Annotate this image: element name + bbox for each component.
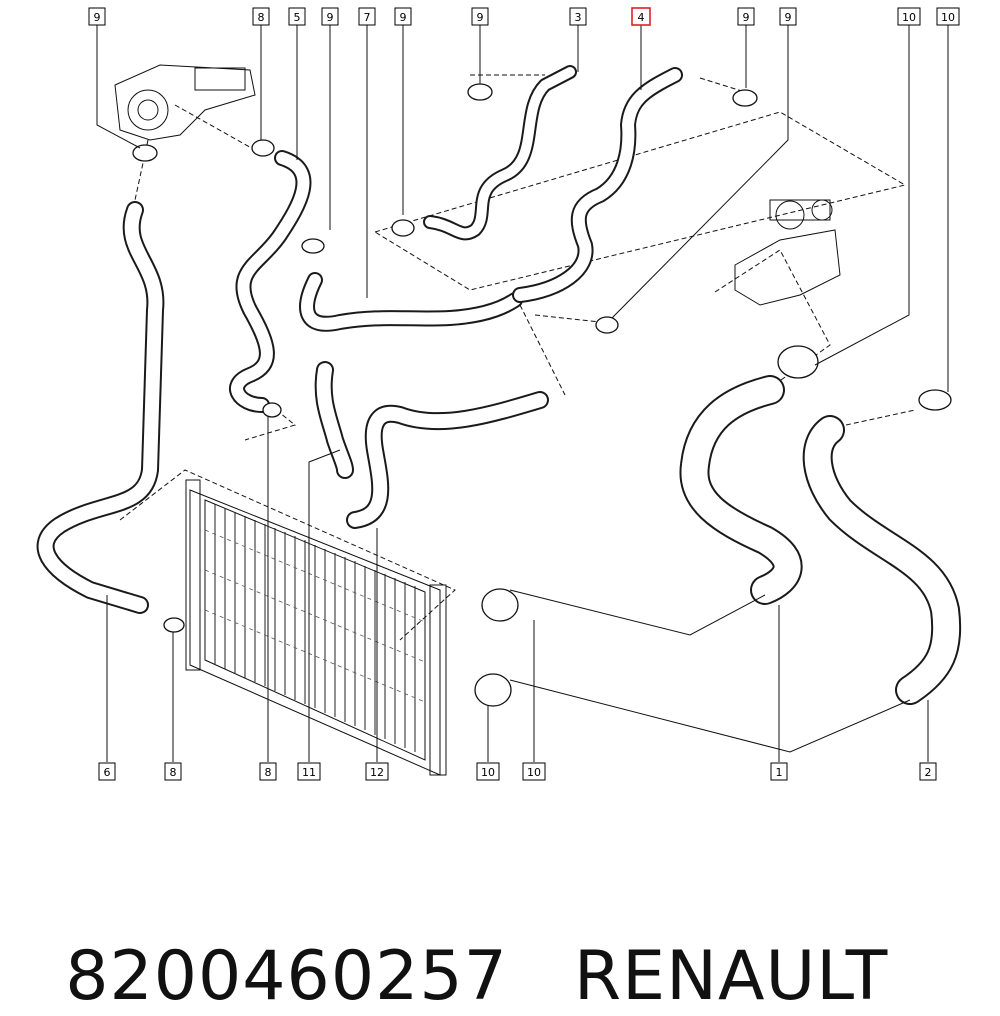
svg-text:11: 11 <box>302 766 316 779</box>
callout-9-a: 9 <box>88 7 106 26</box>
callout-4-highlighted: 4 <box>631 7 651 26</box>
callout-2: 2 <box>919 762 937 781</box>
callout-10-b: 10 <box>936 7 960 26</box>
callout-9-d: 9 <box>471 7 489 26</box>
svg-text:9: 9 <box>400 11 407 24</box>
callout-9-c: 9 <box>394 7 412 26</box>
radiator <box>185 479 447 776</box>
callout-11: 11 <box>297 762 321 781</box>
caption: 8200460257 RENAULT <box>20 858 888 1016</box>
svg-text:9: 9 <box>785 11 792 24</box>
svg-text:5: 5 <box>294 11 301 24</box>
part-number: 8200460257 <box>65 937 508 1016</box>
svg-text:9: 9 <box>94 11 101 24</box>
svg-text:8: 8 <box>265 766 272 779</box>
svg-text:10: 10 <box>902 11 916 24</box>
svg-text:1: 1 <box>776 766 783 779</box>
svg-text:4: 4 <box>638 11 645 24</box>
svg-text:10: 10 <box>481 766 495 779</box>
svg-text:10: 10 <box>941 11 955 24</box>
water-outlet-housing <box>734 199 841 306</box>
callout-3: 3 <box>569 7 587 26</box>
svg-text:8: 8 <box>170 766 177 779</box>
callout-9-b: 9 <box>321 7 339 26</box>
svg-text:2: 2 <box>925 766 932 779</box>
svg-text:9: 9 <box>327 11 334 24</box>
svg-text:7: 7 <box>364 11 371 24</box>
callout-9-f: 9 <box>779 7 797 26</box>
callout-10-a: 10 <box>897 7 921 26</box>
callouts-bottom: 6 8 8 11 12 10 10 1 2 <box>98 762 937 781</box>
callout-9-e: 9 <box>737 7 755 26</box>
svg-text:12: 12 <box>370 766 384 779</box>
callout-1: 1 <box>770 762 788 781</box>
callouts-top: 9 8 5 9 7 9 9 3 4 9 9 10 10 <box>88 7 960 26</box>
brand-name: RENAULT <box>573 937 889 1016</box>
hoses <box>36 65 962 705</box>
svg-text:8: 8 <box>258 11 265 24</box>
parts-diagram: 9 8 5 9 7 9 9 3 4 9 9 10 10 6 8 8 11 12 … <box>36 7 962 781</box>
callout-12: 12 <box>365 762 389 781</box>
callout-8-a: 8 <box>252 7 270 26</box>
thermostat-housing <box>114 64 256 141</box>
callout-7: 7 <box>358 7 376 26</box>
svg-text:10: 10 <box>527 766 541 779</box>
callout-8-b: 8 <box>164 762 182 781</box>
callout-6: 6 <box>98 762 116 781</box>
callout-10-d: 10 <box>522 762 546 781</box>
callout-8-c: 8 <box>259 762 277 781</box>
leader-lines <box>96 25 949 762</box>
svg-text:3: 3 <box>575 11 582 24</box>
svg-text:9: 9 <box>477 11 484 24</box>
hose-clamps <box>132 83 952 707</box>
callout-5: 5 <box>288 7 306 26</box>
callout-10-c: 10 <box>476 762 500 781</box>
svg-text:6: 6 <box>104 766 111 779</box>
svg-text:9: 9 <box>743 11 750 24</box>
